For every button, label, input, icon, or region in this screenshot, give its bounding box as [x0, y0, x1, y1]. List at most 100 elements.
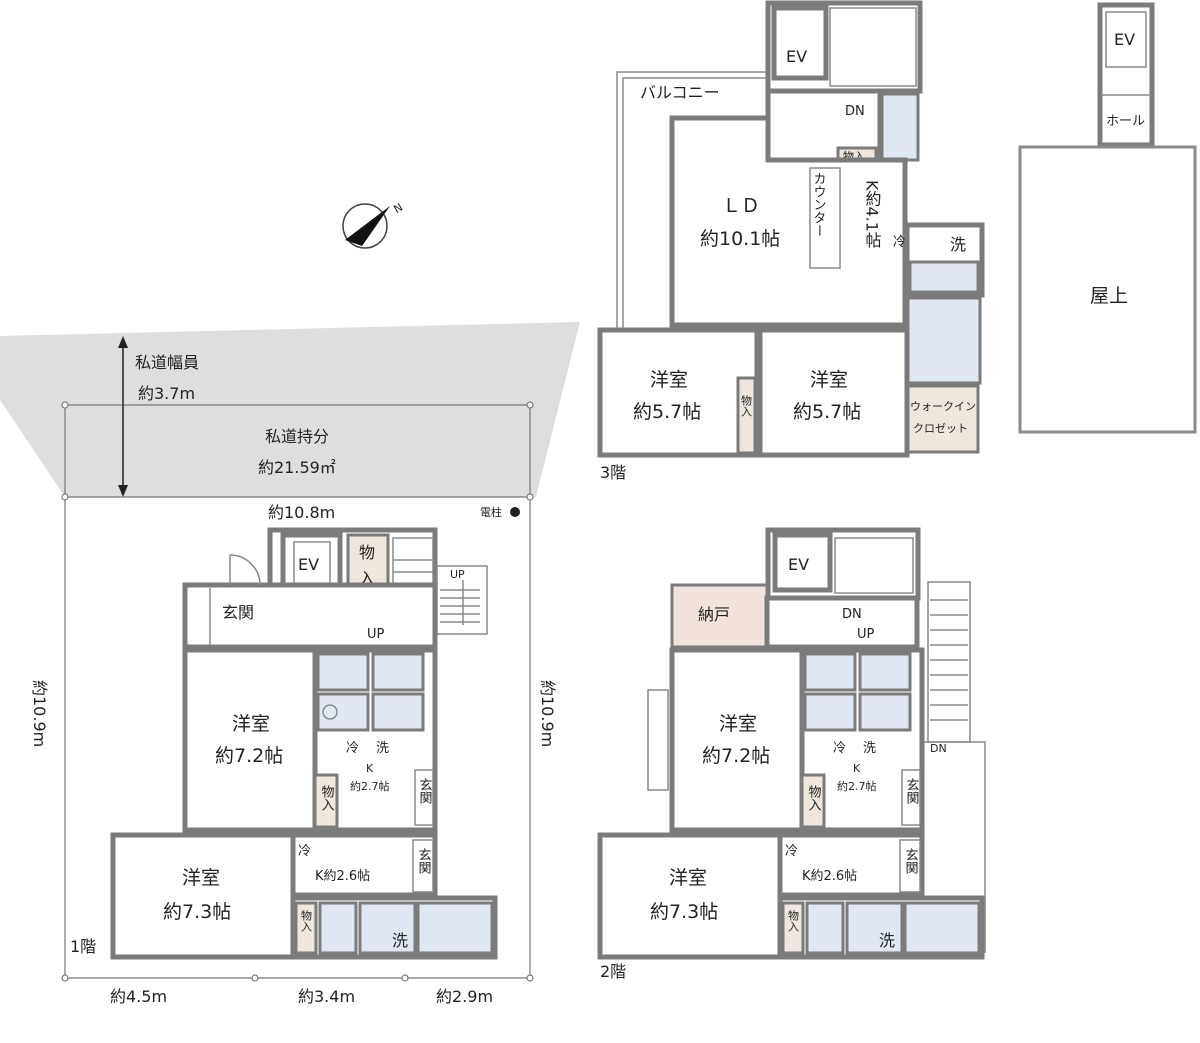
- storage-label: 物入: [787, 909, 800, 932]
- bathroom: [371, 692, 425, 732]
- fridge-label: 冷: [298, 844, 311, 859]
- counter: [809, 167, 841, 269]
- washer-label: 洗: [392, 931, 408, 950]
- entrance-small: [414, 769, 434, 826]
- floor-label: 3階: [600, 463, 626, 482]
- room-name: 洋室: [182, 867, 220, 889]
- floor-1-plan: EV 物 入 UP 玄関 UP 洋室 約7.2帖 冷 洗 K 約2.7帖 物入 …: [70, 527, 498, 960]
- bathtub-icon: [416, 901, 494, 955]
- road-width-value: 約3.7m: [138, 384, 195, 403]
- ev-shaft: [1105, 11, 1147, 68]
- site-plan: 私道幅員 約3.7m 私道持分 約21.59㎡ 約10.8m 電柱 約10.9m…: [0, 201, 580, 1006]
- entrance-label: 玄関: [903, 848, 919, 875]
- kitchen-name: K: [853, 762, 861, 775]
- entrance-label: 玄関: [416, 848, 432, 875]
- road-width-label: 私道幅員: [135, 353, 199, 372]
- storage-small: [313, 773, 339, 829]
- fridge-label: 冷: [893, 235, 906, 250]
- bathtub-icon: [903, 901, 981, 955]
- room-size: 約7.3帖: [650, 901, 718, 923]
- toilet-icon: [318, 901, 358, 955]
- washroom: [316, 692, 370, 732]
- hall: [764, 595, 920, 650]
- room-size: 約10.1帖: [700, 228, 780, 250]
- western-room-7-2: [669, 647, 805, 833]
- dn-label: DN: [845, 104, 865, 119]
- kitchen-label: K約4.1帖: [863, 180, 882, 248]
- washroom: [803, 692, 857, 732]
- washer-label: 洗: [376, 741, 389, 756]
- ev-label: EV: [788, 555, 809, 574]
- living-dining: [669, 115, 908, 328]
- western-room-7-3: [110, 832, 296, 960]
- dim-4-5: 約4.5m: [110, 987, 167, 1006]
- stairs: [834, 537, 914, 594]
- entrance-hall: [182, 582, 438, 650]
- up-label: UP: [367, 627, 385, 642]
- room-size: 約7.2帖: [215, 745, 283, 767]
- washroom: [845, 901, 904, 955]
- floor-3-plan: バルコニー EV DN 物入 ＬＤ 約10.1帖 カウンター K約4.1帖 冷 …: [597, 0, 985, 482]
- room-size: 約5.7帖: [793, 401, 861, 423]
- storage-label: 物入: [300, 909, 313, 932]
- bathtub-icon: [858, 652, 912, 692]
- road-share-label: 私道持分: [265, 427, 329, 446]
- dim-2-9: 約2.9m: [436, 987, 493, 1006]
- stairs: [829, 7, 917, 87]
- bathtub-icon: [371, 652, 425, 692]
- bay-window: [647, 689, 669, 791]
- hall-label: ホール: [1106, 114, 1145, 129]
- ev-shaft: [771, 5, 829, 81]
- kitchen-label: K約2.6帖: [315, 869, 370, 884]
- entrance-label: 玄関: [904, 778, 920, 805]
- floor-2-plan: EV 納戸 DN UP DN 洋室 約7.2帖 冷 洗 K 約2.7帖 物入 玄…: [597, 527, 986, 981]
- western-room-5-7-b: [757, 327, 910, 458]
- kitchen-name: K: [366, 762, 374, 775]
- western-room-7-3: [597, 832, 783, 960]
- rooftop-area: [1018, 145, 1197, 434]
- washroom: [358, 901, 417, 955]
- toilet-icon: [803, 652, 857, 692]
- svg-text:N: N: [392, 201, 406, 216]
- closet-label: クロゼット: [913, 422, 968, 435]
- storage-label: 物入: [740, 394, 753, 417]
- utility-pole-icon: [510, 507, 520, 517]
- storage-label: 物入: [319, 785, 335, 811]
- up-outer-label: UP: [450, 568, 465, 581]
- toilet-icon: [805, 901, 845, 955]
- entrance-label: 玄関: [222, 603, 254, 622]
- room-name: ＬＤ: [722, 195, 760, 217]
- dn-label: DN: [842, 607, 862, 622]
- storage-label: 物: [359, 543, 375, 562]
- kitchen-2-6: [290, 832, 438, 898]
- ev-label: EV: [786, 47, 807, 66]
- dn-outer-label: DN: [930, 742, 947, 755]
- ev-shaft: [772, 532, 833, 593]
- road-share-value: 約21.59㎡: [258, 458, 336, 477]
- ev-label: EV: [298, 555, 319, 574]
- walk-in-closet: [906, 384, 980, 454]
- room-size: 約5.7帖: [633, 401, 701, 423]
- compass-icon: N: [342, 201, 406, 249]
- floor-label: 2階: [600, 962, 626, 981]
- washer-label: 洗: [950, 235, 966, 254]
- balcony-label: バルコニー: [640, 83, 720, 102]
- depth-left-dim: 約10.9m: [30, 680, 49, 747]
- counter-label: カウンター: [811, 172, 826, 237]
- dim-3-4: 約3.4m: [298, 987, 355, 1006]
- rooftop-plan: EV ホール 屋上: [1018, 2, 1197, 434]
- washer-label: 洗: [879, 931, 895, 950]
- utility-pole-label: 電柱: [480, 505, 502, 519]
- rooftop-label: 屋上: [1090, 285, 1128, 307]
- entrance-label: 玄関: [417, 778, 433, 805]
- toilet-icon: [316, 652, 370, 692]
- floor-label: 1階: [70, 937, 96, 956]
- western-room-7-2: [182, 647, 318, 833]
- fridge-label: 冷: [833, 741, 846, 756]
- room-size: 約7.3帖: [163, 901, 231, 923]
- up-label: UP: [857, 627, 875, 642]
- room-size: 約7.2帖: [702, 745, 770, 767]
- room-name: 洋室: [650, 369, 688, 391]
- bathroom: [858, 692, 912, 732]
